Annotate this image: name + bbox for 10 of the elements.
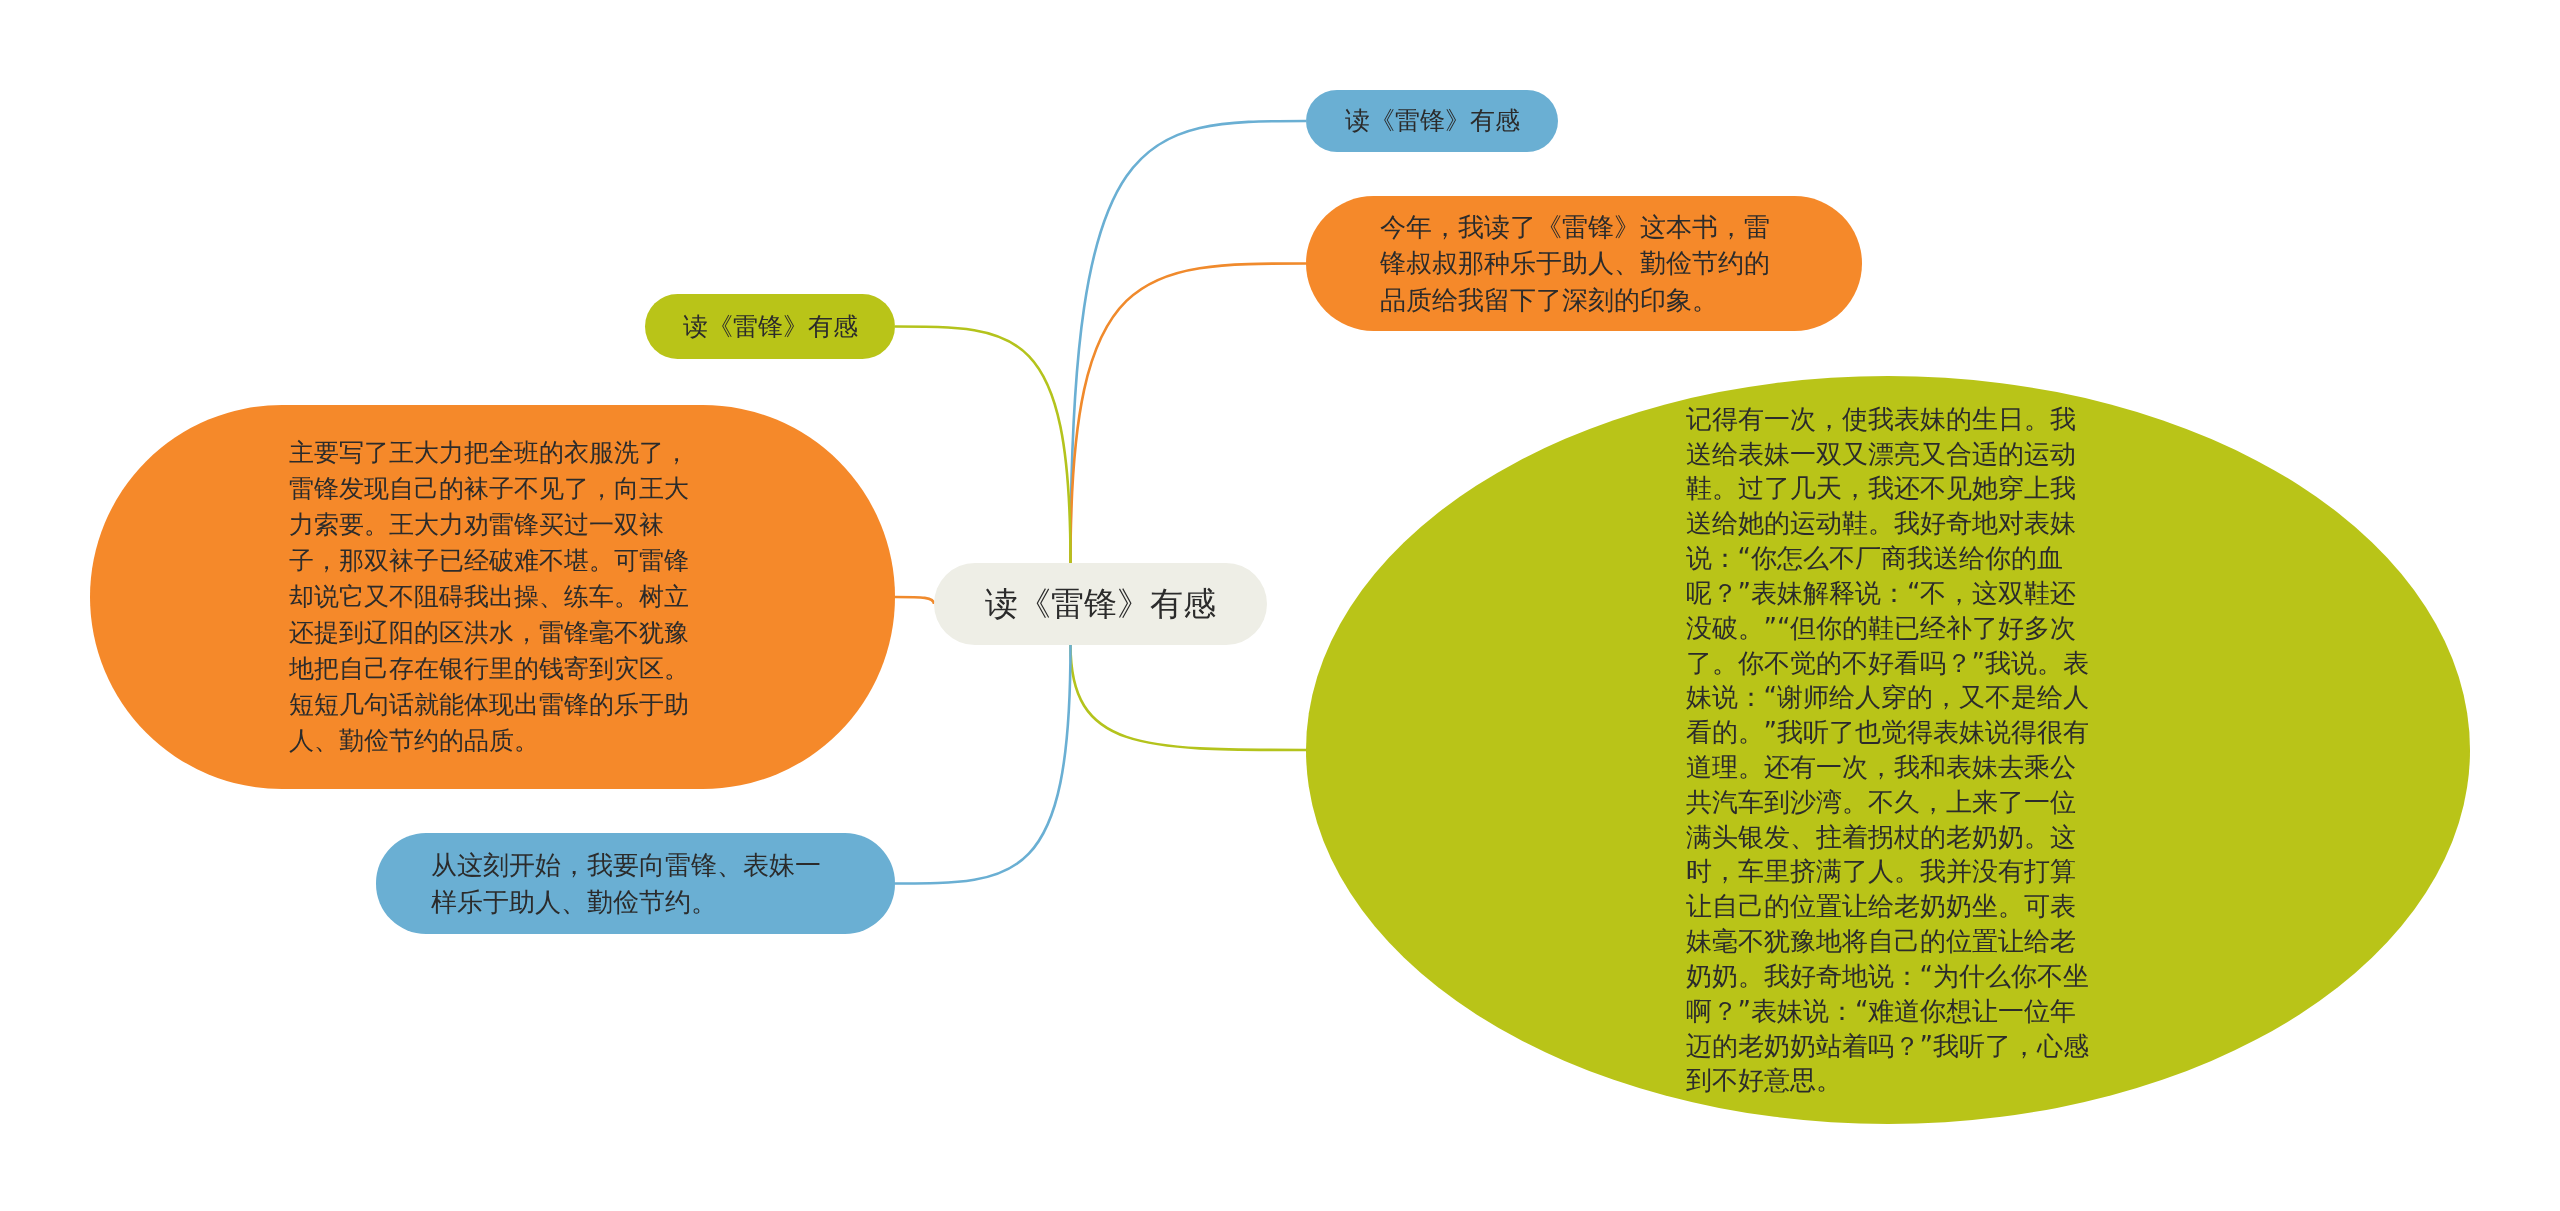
topic-text: 读《雷锋》有感	[1344, 106, 1520, 136]
topic-text: 记得有一次，使我表妹的生日。我送给表妹一双又漂亮又合适的运动鞋。过了几天，我还不见她穿上我送给她的运动鞋。我好奇地对表妹说：“你怎么不厂商我送给你的血呢？”表妹解释说：“不，这双鞋还没破。”“但你的鞋已经补了好多次了。你不觉的不好看吗？”我说。表妹说：“谢师给人穿的，又不是给人看的。”我听了也觉得表妹说得很有道理。还有一次，我和表妹去乘公共汽车到沙湾。不久，上来了一位满头银发、拄着拐杖的老奶奶。这时，车里挤满了人。我并没有打算让自己的位置让给老奶奶坐。可表妹毫不犹豫地将自己的位置让给老奶奶。我好奇地说：“为什么你不坐啊？”表妹说：“难道你想让一位年迈的老奶奶站着吗？”我听了，心感到不好意思。	[1685, 402, 2090, 1098]
topic-text: 读《雷锋》有感	[985, 584, 1216, 624]
topic-text: 读《雷锋》有感	[682, 311, 858, 342]
topic-text: 从这刻开始，我要向雷锋、表妹一样乐于助人、勤俭节约。	[430, 849, 822, 919]
connector-curve	[895, 595, 936, 605]
connector-curve	[895, 325, 1072, 564]
connector-curve	[895, 644, 1072, 885]
topic-text: 主要写了王大力把全班的衣服洗了，雷锋发现自己的袜子不见了，向王大力索要。王大力劝雷锋买过一双袜子，那双袜子已经破难不堪。可雷锋却说它又不阻碍我出操、练车。树立还提到辽阳的区洪水，雷锋毫不犹豫地把自己存在银行里的钱寄到灾区。短短几句话就能体现出雷锋的乐于助人、勤俭节约的品质。	[288, 437, 690, 757]
topic-text: 今年，我读了《雷锋》这本书，雷锋叔叔那种乐于助人、勤俭节约的品质给我留下了深刻的印象。	[1380, 211, 1771, 317]
